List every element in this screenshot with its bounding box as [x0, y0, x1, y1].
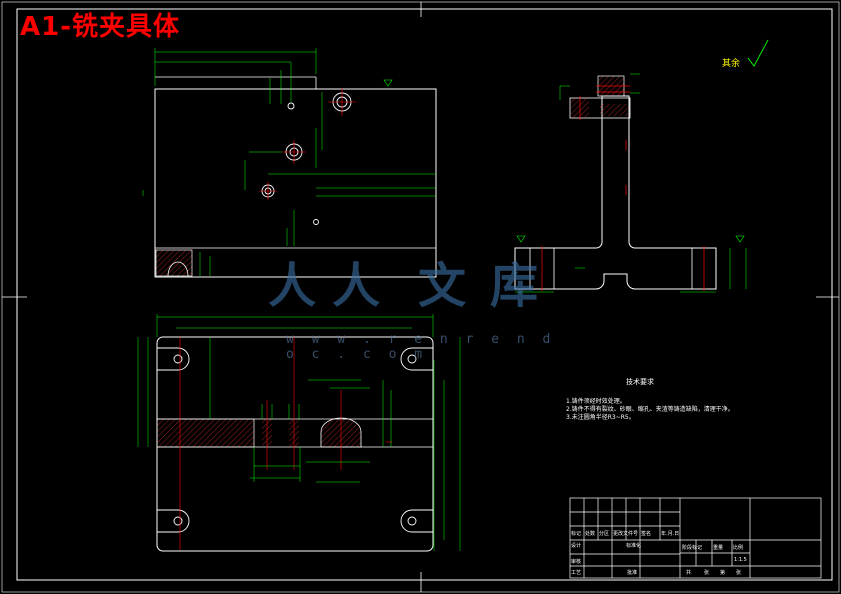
top-view-outline [154, 88, 437, 278]
tech-requirements: 技术要求 1.铸件须经时效处理。 2.铸件不得有裂纹、砂眼、缩孔、夹渣等铸造缺陷… [566, 378, 766, 422]
top-view [142, 48, 437, 278]
tech-requirements-title: 技术要求 [626, 378, 654, 386]
tb-label: 年.月.日 [661, 531, 680, 537]
tb-label: 第 [720, 570, 726, 576]
tb-label: 张 [704, 570, 710, 576]
tb-label: 更改文件号 [613, 531, 639, 537]
tb-label: 共 [686, 570, 692, 576]
front-view [137, 314, 461, 552]
tb-label: 审核 [571, 559, 582, 565]
drawing-title: A1-铣夹具体 [20, 12, 181, 42]
tb-label: 批准 [627, 570, 638, 576]
tb-label: 阶段标记 [682, 545, 703, 551]
tech-requirement-item: 1.铸件须经时效处理。 [566, 398, 626, 405]
tb-label: 重量 [713, 545, 724, 551]
title-block [569, 497, 822, 579]
side-view [514, 73, 747, 293]
tb-scale: 1:1.5 [734, 557, 747, 563]
tech-requirement-item: 3.未注圆角半径R3~R5。 [566, 414, 635, 421]
tb-label: 张 [736, 570, 742, 576]
tb-label: 工艺 [571, 570, 582, 576]
tb-label: 标准化 [626, 543, 642, 549]
inner-frame [16, 8, 833, 581]
tb-label: 分区 [599, 531, 610, 537]
tb-label: 设计 [571, 543, 582, 549]
tb-label: 处数 [585, 531, 596, 537]
roughness-symbol-icon [747, 39, 769, 67]
roughness-note: 其余 [722, 59, 741, 69]
tb-label: 比例 [733, 545, 744, 551]
tb-label: 标记 [571, 531, 582, 537]
tech-requirement-item: 2.铸件不得有裂纹、砂眼、缩孔、夹渣等铸造缺陷，清理干净。 [566, 406, 734, 413]
tb-label: 签名 [641, 531, 652, 537]
